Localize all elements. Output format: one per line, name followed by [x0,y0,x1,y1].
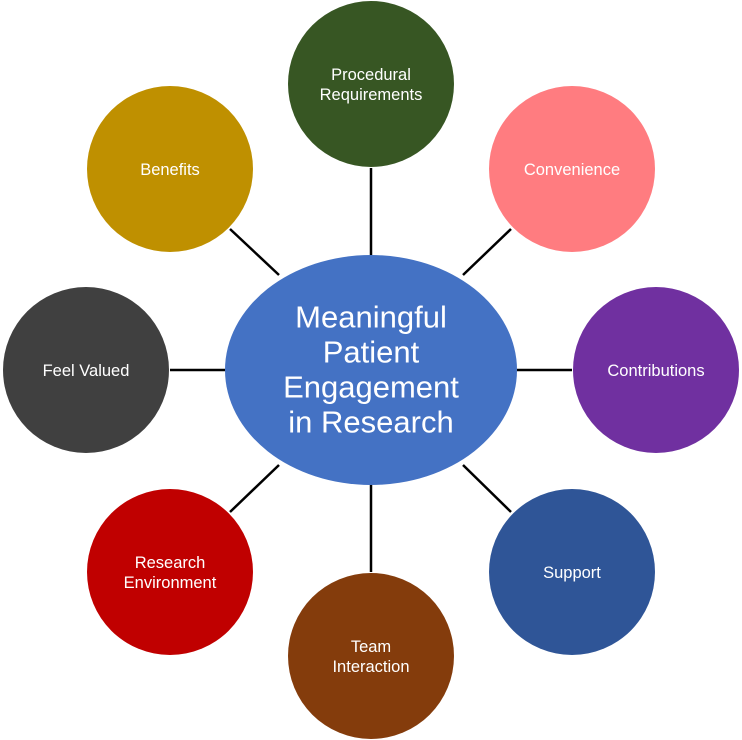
node-research-environment-label-line: Environment [124,574,217,592]
node-circle-procedural-requirements [288,1,454,167]
outer-nodes: ProceduralRequirementsConvenienceContrib… [3,1,739,739]
center-label-line: Meaningful [295,299,447,334]
node-convenience: Convenience [489,86,655,252]
node-circle-contributions [573,287,739,453]
node-contributions: Contributions [573,287,739,453]
node-contributions-label-line: Contributions [607,362,704,380]
connectors [170,168,572,572]
node-circle-research-environment [87,489,253,655]
node-circle-support [489,489,655,655]
center-label-line: Engagement [283,369,459,404]
center-ellipse [225,255,517,485]
node-feel-valued: Feel Valued [3,287,169,453]
connector-research-environment [229,464,280,513]
node-support-label-line: Support [543,564,601,582]
node-benefits-label-line: Benefits [140,161,200,179]
node-team-interaction-label-line: Team [351,638,391,656]
connector-benefits [229,228,280,276]
node-circle-convenience [489,86,655,252]
center-label-line: Patient [323,334,420,369]
node-support: Support [489,489,655,655]
node-team-interaction-label-line: Interaction [332,658,409,676]
connector-convenience [462,228,512,276]
node-research-environment-label-line: Research [135,554,206,572]
center-label-line: in Research [288,404,453,439]
connector-support [462,464,512,513]
node-circle-benefits [87,86,253,252]
node-convenience-label-line: Convenience [524,161,620,179]
node-feel-valued-label-line: Feel Valued [43,362,130,380]
node-procedural-requirements-label-line: Requirements [320,86,423,104]
node-procedural-requirements-label-line: Procedural [331,66,411,84]
node-benefits: Benefits [87,86,253,252]
node-circle-team-interaction [288,573,454,739]
node-circle-feel-valued [3,287,169,453]
